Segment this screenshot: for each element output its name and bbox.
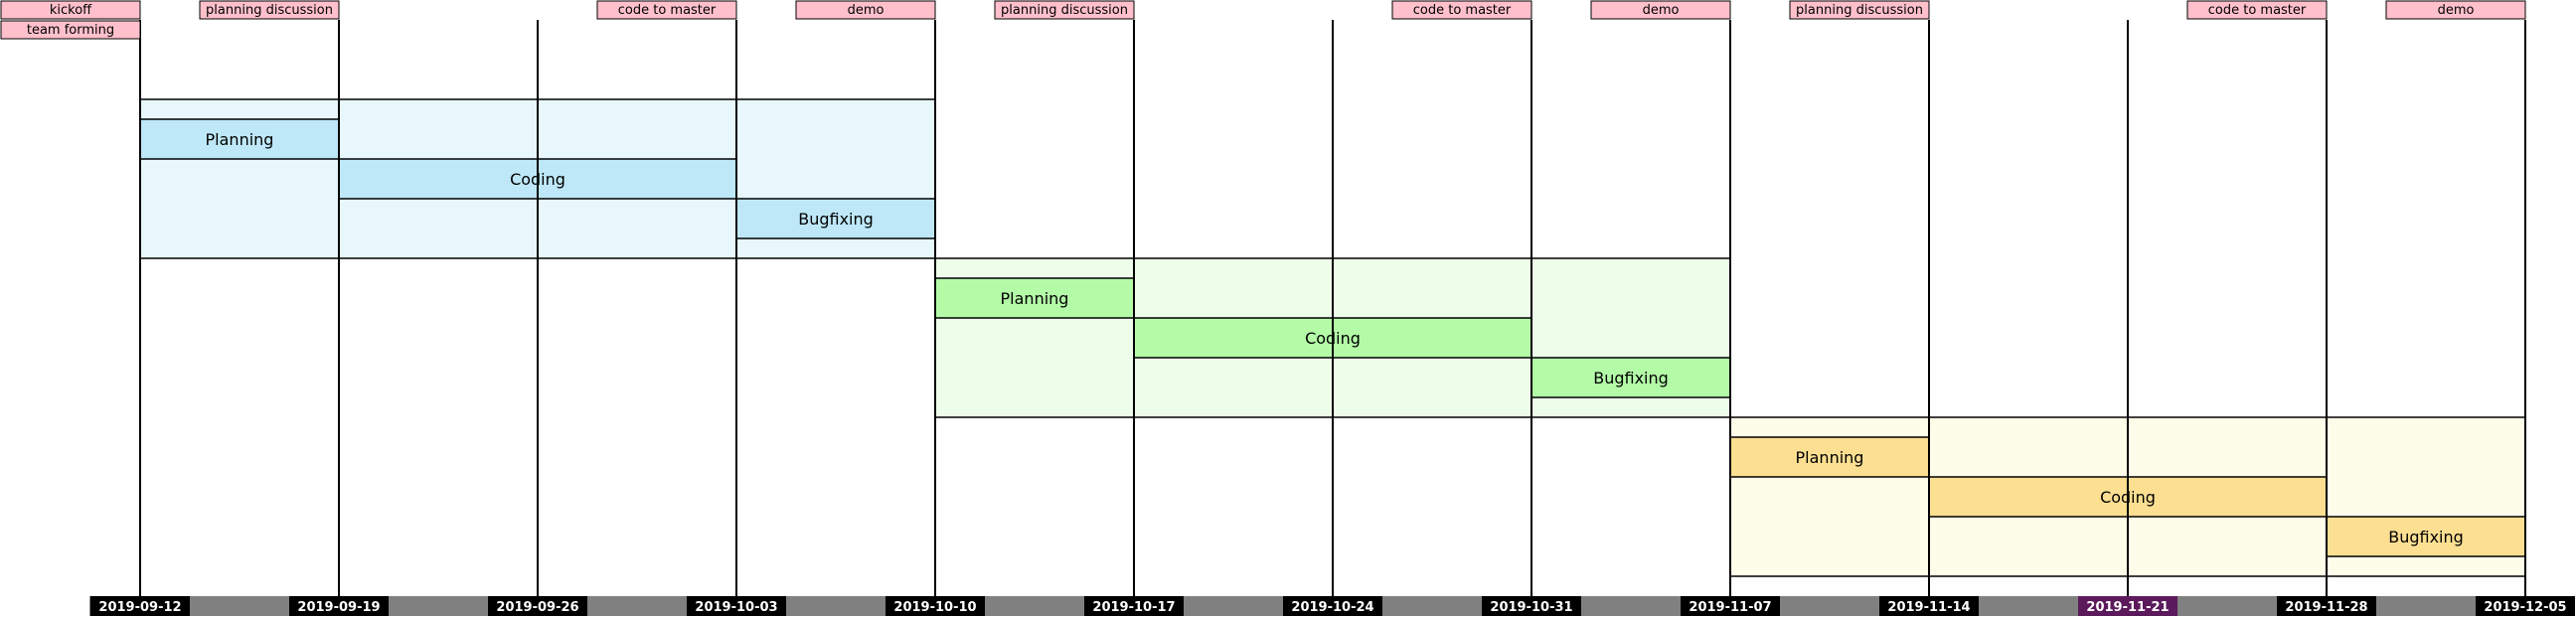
milestone-box <box>994 0 1135 20</box>
milestone-labels: kickoff team forming planning discussion co… <box>0 0 2526 40</box>
task-label: Planning <box>1796 448 1864 467</box>
milestone-box <box>596 0 737 20</box>
task-label: Bugfixing <box>798 210 874 229</box>
milestone-box <box>2186 0 2328 20</box>
axis-date-block <box>488 596 587 616</box>
milestone-label: planning discussion <box>1796 3 1923 18</box>
axis-date-block <box>289 596 389 616</box>
milestone-box <box>795 0 936 20</box>
task-label: Bugfixing <box>2388 528 2464 546</box>
axis-date-label: 2019-10-10 <box>893 600 976 615</box>
axis-date-label: 2019-10-17 <box>1092 600 1175 615</box>
task-label: Planning <box>1001 289 1069 308</box>
milestone-label: code to master <box>1413 3 1512 18</box>
axis-date-label: 2019-11-28 <box>2285 600 2367 615</box>
axis-date-label: 2019-10-24 <box>1291 600 1373 615</box>
milestone-label: planning discussion <box>1001 3 1128 18</box>
axis-date-block <box>886 596 985 616</box>
milestone-box <box>0 0 141 20</box>
axis-date-label: 2019-12-05 <box>2484 600 2566 615</box>
axis-date-block <box>2078 596 2177 616</box>
axis-date-label: 2019-09-19 <box>297 600 380 615</box>
milestone-label: demo <box>848 3 885 18</box>
task-bar <box>735 198 936 239</box>
task-bar <box>934 277 1135 319</box>
axis-date-label: 2019-11-21 <box>2086 600 2169 615</box>
axis-date-label: 2019-09-26 <box>496 600 578 615</box>
axis-date-block <box>687 596 786 616</box>
axis-date-label: 2019-10-31 <box>1490 600 1572 615</box>
milestone-box <box>1391 0 1532 20</box>
milestone-label: planning discussion <box>206 3 333 18</box>
axis-date-block <box>1879 596 1979 616</box>
axis-date-block <box>1084 596 1184 616</box>
milestone-label: demo <box>1643 3 1680 18</box>
axis-date-label: 2019-10-03 <box>695 600 777 615</box>
milestone-label: code to master <box>2208 3 2307 18</box>
milestone-label: team forming <box>27 23 114 38</box>
axis-date-block <box>1283 596 1382 616</box>
axis-date-label: 2019-11-14 <box>1887 600 1970 615</box>
milestone-box <box>2385 0 2526 20</box>
milestone-box <box>0 20 141 40</box>
axis-date-block <box>1482 596 1581 616</box>
date-axis: 2019-09-12 2019-09-19 2019-09-26 2019-10-03… <box>89 596 2575 616</box>
axis-date-label: 2019-11-07 <box>1689 600 1771 615</box>
milestone-label: code to master <box>618 3 717 18</box>
axis-date-block <box>90 596 190 616</box>
milestone-box <box>1590 0 1731 20</box>
task-bar <box>1530 357 1731 398</box>
milestone-label: kickoff <box>50 3 92 18</box>
task-label: Planning <box>206 130 274 149</box>
milestone-box <box>199 0 340 20</box>
milestone-label: demo <box>2438 3 2475 18</box>
axis-date-block <box>2277 596 2376 616</box>
axis-date-label: 2019-09-12 <box>98 600 181 615</box>
axis-date-block <box>2476 596 2575 616</box>
milestone-box <box>1789 0 1930 20</box>
task-label: Bugfixing <box>1593 369 1669 387</box>
axis-date-block <box>1681 596 1780 616</box>
grid-lines <box>139 20 2526 596</box>
